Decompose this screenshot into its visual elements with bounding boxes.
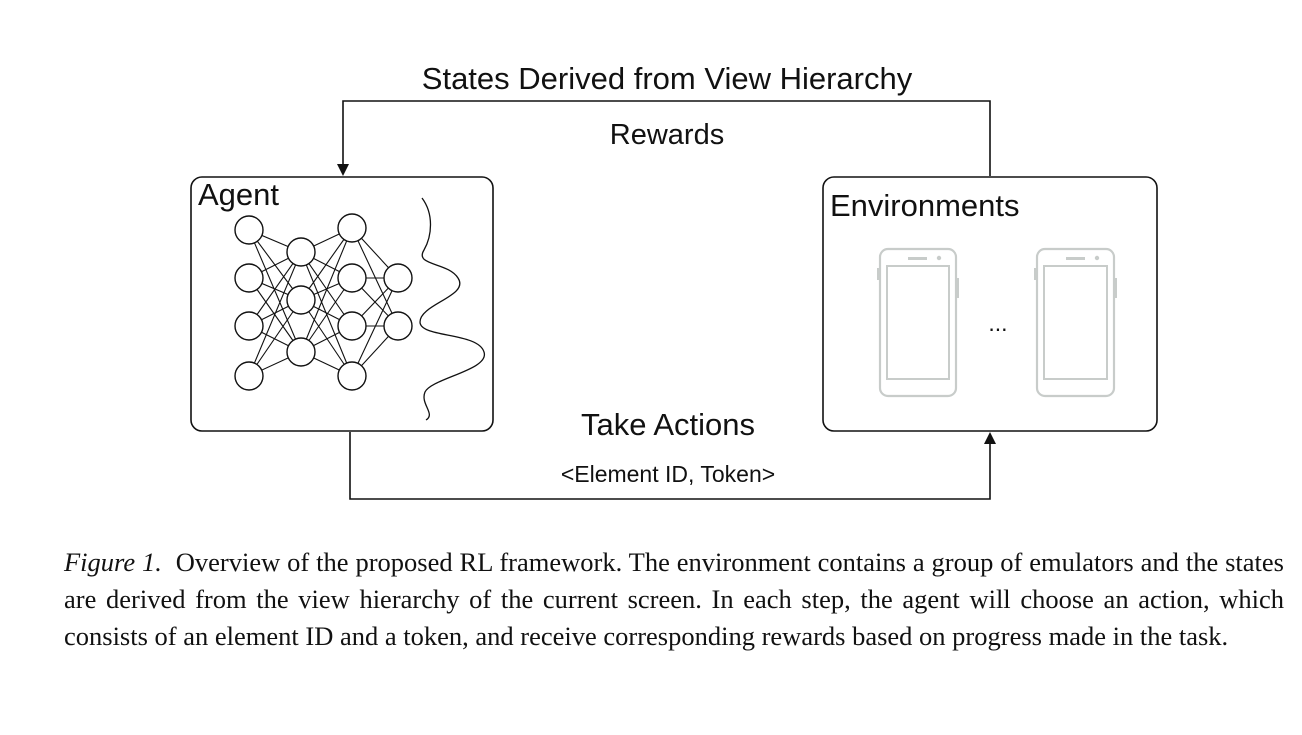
environments-label: Environments (830, 188, 1020, 223)
actions-arrowhead (984, 432, 996, 444)
states-arrowhead (337, 164, 349, 176)
neural-network-icon (234, 213, 413, 391)
rewards-label: Rewards (610, 119, 724, 151)
phone-emulator-icon (1034, 247, 1117, 398)
agent-box (190, 176, 494, 432)
caption-text: Overview of the proposed RL framework. T… (64, 547, 1284, 651)
action-tuple-label: <Element ID, Token> (561, 461, 775, 487)
states-label: States Derived from View Hierarchy (422, 61, 913, 96)
figure-caption: Figure 1. Overview of the proposed RL fr… (64, 544, 1284, 655)
phone-emulator-icon (877, 247, 959, 398)
distribution-curve-icon (419, 197, 485, 421)
agent-label: Agent (198, 177, 279, 212)
ellipsis-label: ... (988, 310, 1007, 336)
rl-framework-diagram: States Derived from View Hierarchy Rewar… (190, 61, 1158, 500)
states-feedback-line (342, 100, 991, 176)
actions-label: Take Actions (581, 407, 755, 442)
actions-line (349, 432, 991, 500)
figure-number: Figure 1. (64, 547, 162, 577)
